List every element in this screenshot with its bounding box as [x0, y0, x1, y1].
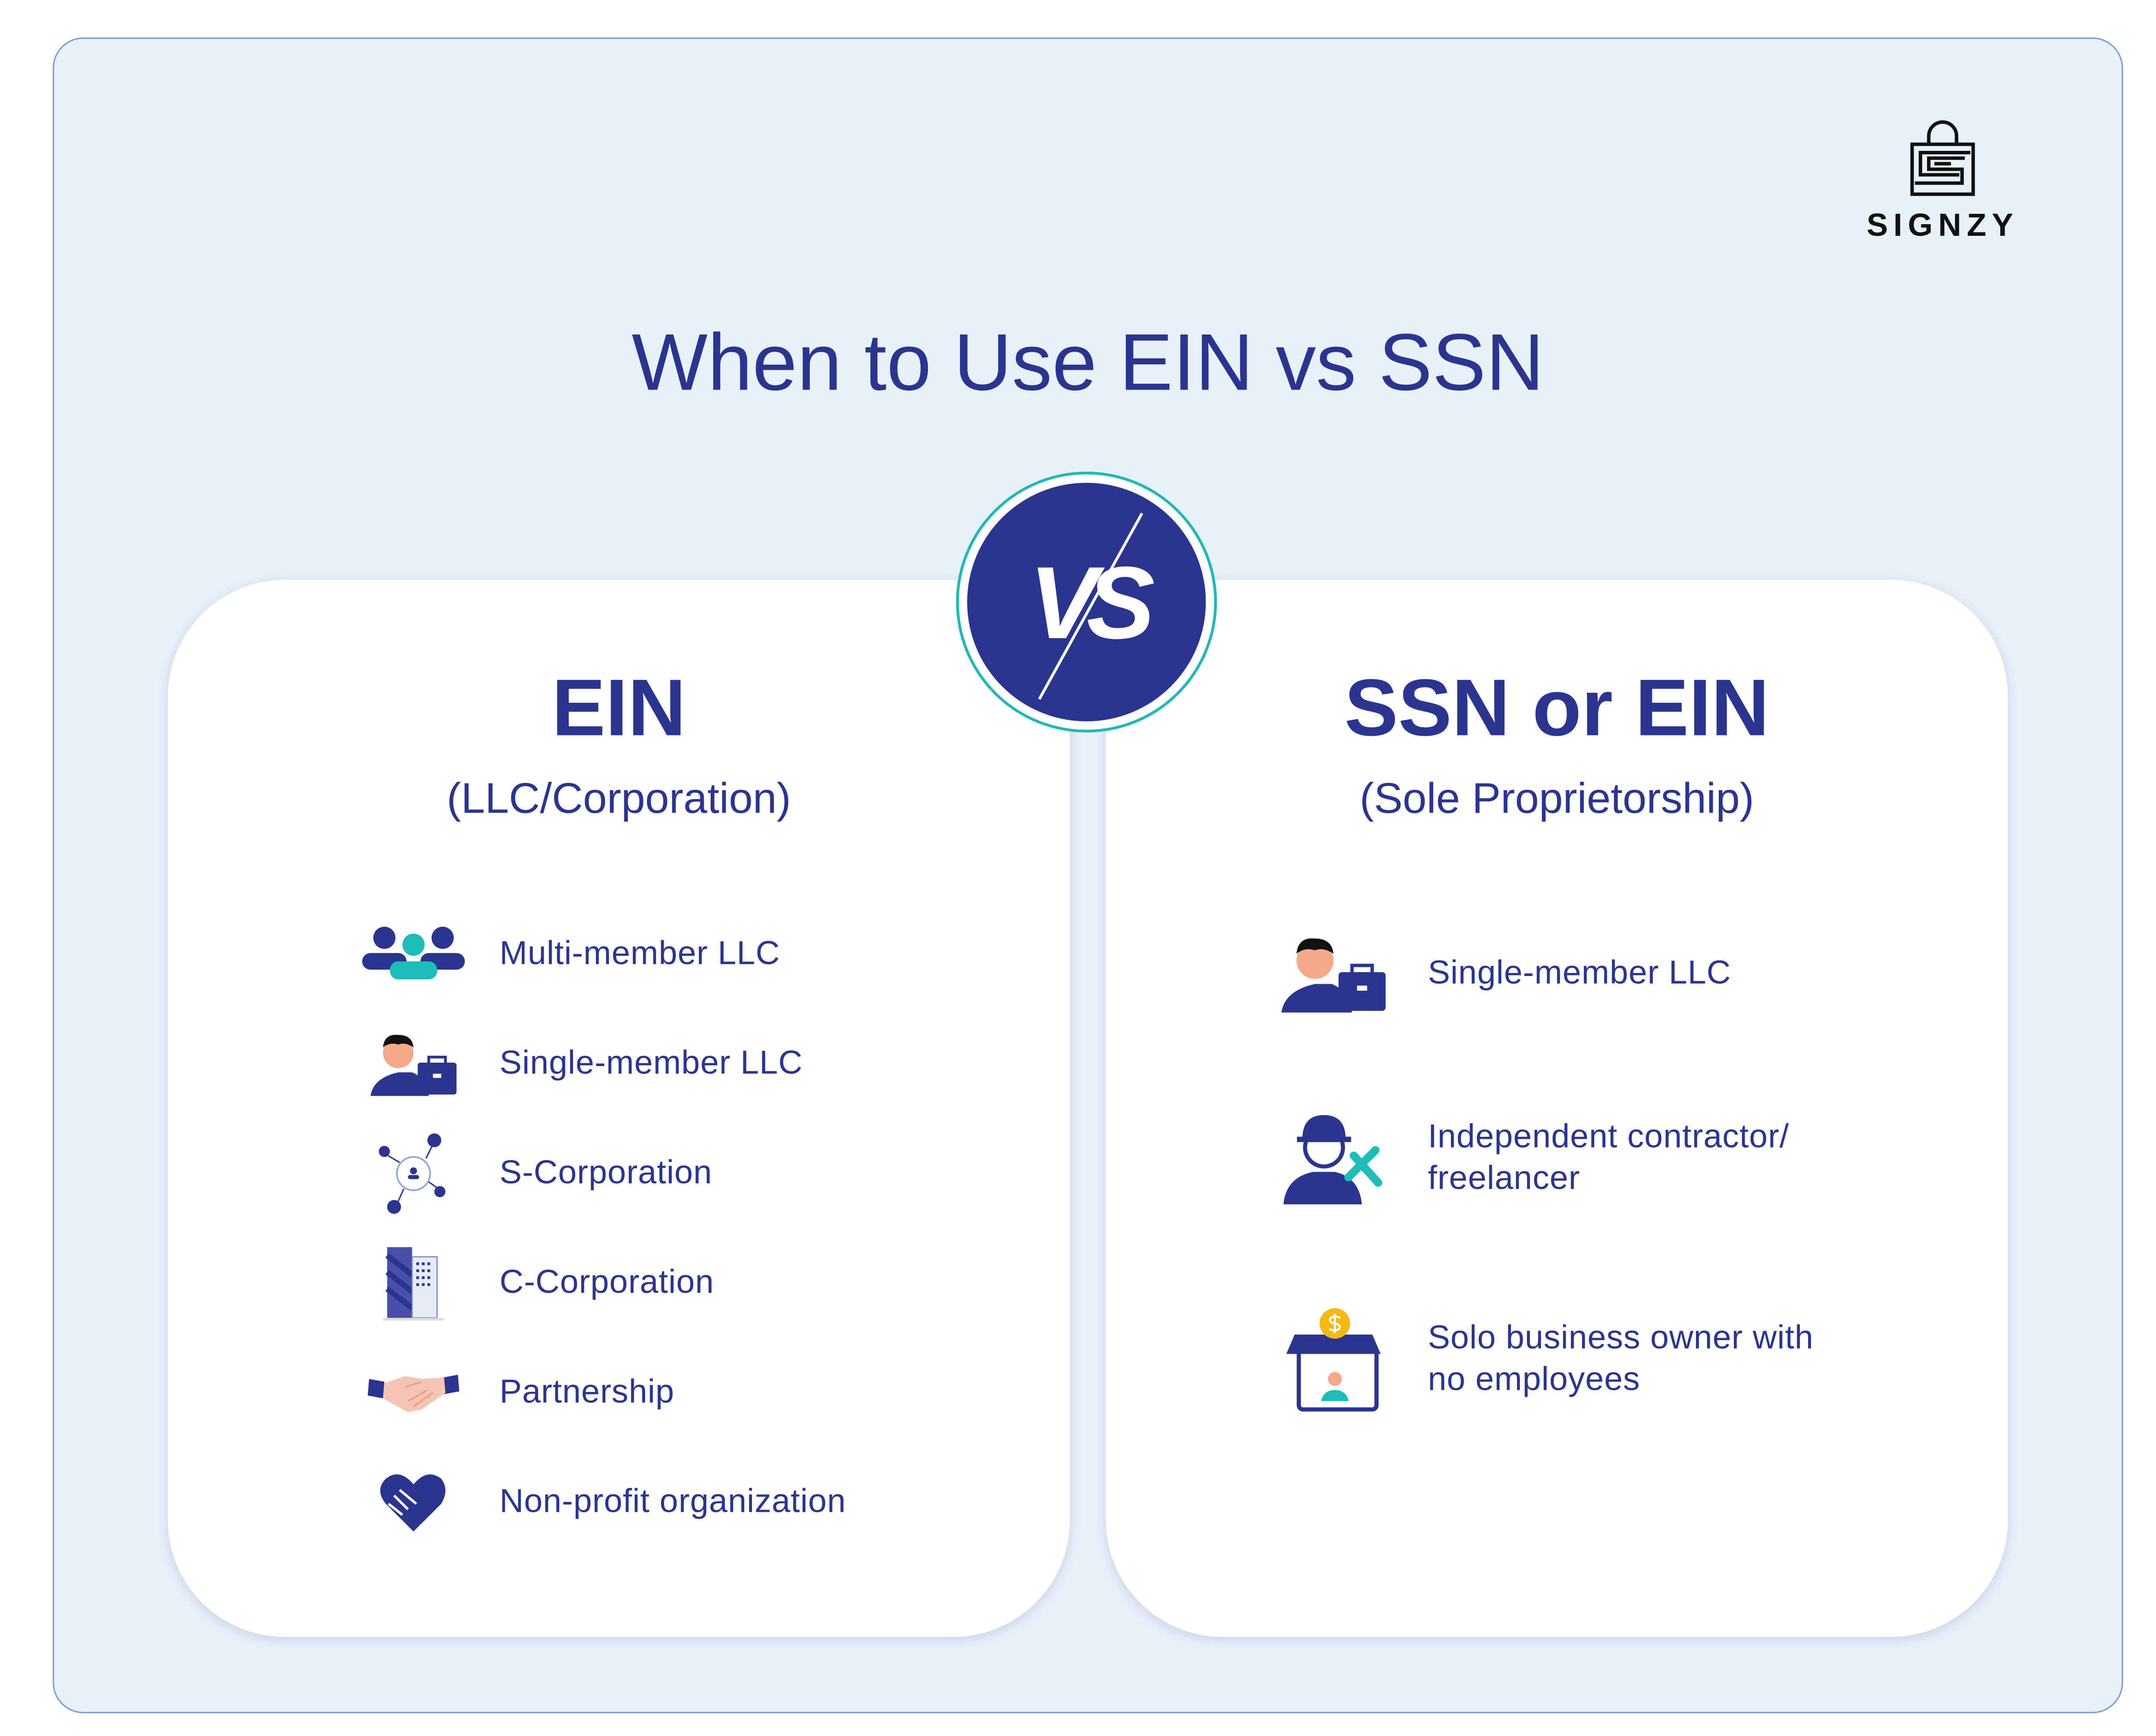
list-item: Independent contractor/ freelancer [1278, 1107, 1844, 1210]
item-label: Multi-member LLC [499, 935, 780, 973]
list-item: Partnership [358, 1351, 674, 1434]
signzy-logo: SIGNZY [1839, 116, 2047, 244]
page-title: When to Use EIN vs SSN [631, 317, 1544, 408]
list-item: Multi-member LLC [358, 913, 780, 996]
ein-subheading: (LLC/Corporation) [446, 774, 791, 823]
businessman-briefcase-icon [358, 1023, 469, 1106]
logo-text: SIGNZY [1866, 206, 2019, 243]
item-label: Solo business owner with no employees [1428, 1319, 1814, 1398]
list-item: Solo business owner with no employees [1278, 1307, 1844, 1412]
vs-badge: VS [956, 472, 1217, 733]
handshake-icon [358, 1351, 469, 1434]
contractor-tools-icon [1278, 1107, 1389, 1210]
item-label: Independent contractor/ freelancer [1428, 1118, 1789, 1198]
ssn-or-ein-card: SSN or EIN (Sole Proprietorship) Single-… [1106, 580, 2008, 1637]
item-label: Single-member LLC [1428, 954, 1731, 992]
list-item: Single-member LLC [1278, 932, 1731, 1015]
item-label: C-Corporation [499, 1264, 714, 1301]
list-item: C-Corporation [358, 1242, 714, 1325]
ein-heading: EIN [552, 663, 686, 754]
vs-icon: VS [1029, 513, 1165, 700]
list-item: Non-profit organization [358, 1461, 846, 1544]
list-item: S-Corporation [358, 1132, 712, 1215]
list-item: Single-member LLC [358, 1023, 802, 1106]
ssn-or-ein-heading: SSN or EIN [1344, 663, 1770, 754]
item-label: S-Corporation [499, 1154, 712, 1192]
group-icon [358, 913, 469, 996]
shop-owner-icon [1278, 1307, 1389, 1412]
item-label: Non-profit organization [499, 1483, 846, 1520]
vs-text: VS [1029, 545, 1154, 660]
item-label: Single-member LLC [499, 1045, 803, 1082]
network-icon [358, 1132, 469, 1215]
item-label: Partnership [499, 1373, 675, 1411]
padlock-logo-icon [1910, 120, 1975, 196]
businessman-briefcase-icon [1278, 932, 1389, 1015]
ssn-or-ein-subheading: (Sole Proprietorship) [1360, 774, 1755, 823]
ein-card: EIN (LLC/Corporation) Multi-member LLC S… [168, 580, 1070, 1637]
building-icon [358, 1242, 469, 1325]
heart-hands-icon [358, 1461, 469, 1544]
